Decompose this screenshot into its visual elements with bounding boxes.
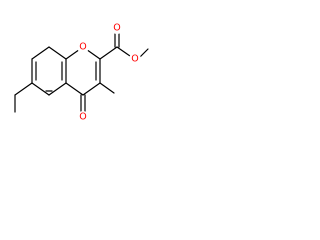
bond <box>31 82 50 96</box>
atom-o: O <box>113 23 120 34</box>
bond <box>48 46 67 60</box>
atom-labels: O O O O <box>77 22 141 123</box>
bond <box>139 48 149 58</box>
bond <box>31 46 50 60</box>
ketone-oxygen-label: O <box>77 111 89 123</box>
bond <box>65 82 84 96</box>
bond <box>82 82 101 96</box>
bond <box>14 82 33 96</box>
atom-o: O <box>79 112 86 123</box>
atom-o: O <box>79 42 86 53</box>
atom-o: O <box>131 54 138 65</box>
ester-carbonyl-oxygen-label: O <box>111 22 123 34</box>
chemical-structure: O O O O <box>14 22 149 123</box>
bond <box>99 82 115 94</box>
bond <box>99 46 118 60</box>
bond <box>48 82 67 96</box>
ring-oxygen-label: O <box>77 41 89 53</box>
bond <box>116 46 131 57</box>
ester-oxygen-label: O <box>129 53 141 65</box>
